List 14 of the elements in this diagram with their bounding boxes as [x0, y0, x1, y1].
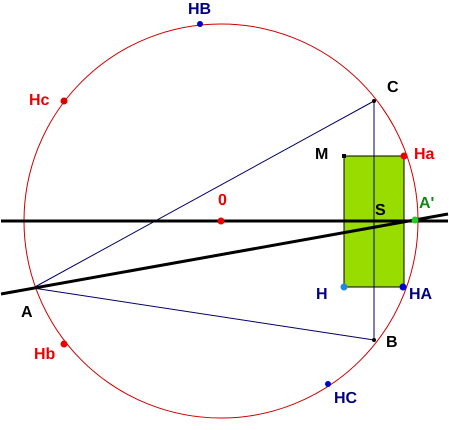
- point-label: H: [316, 286, 328, 304]
- point-label: A': [419, 195, 434, 213]
- point-label: Ha: [414, 146, 434, 164]
- point-label: M: [315, 146, 328, 164]
- point-label: Hc: [29, 92, 50, 110]
- point-label: HC: [334, 390, 358, 408]
- point-label: 0: [218, 192, 227, 210]
- point-label: HA: [409, 286, 432, 304]
- point-label: HB: [188, 1, 212, 19]
- point-label: S: [375, 202, 386, 220]
- point-label: B: [386, 334, 398, 352]
- point-label: A: [21, 304, 33, 322]
- point-label: Hb: [34, 346, 56, 364]
- point-label: C: [387, 79, 399, 97]
